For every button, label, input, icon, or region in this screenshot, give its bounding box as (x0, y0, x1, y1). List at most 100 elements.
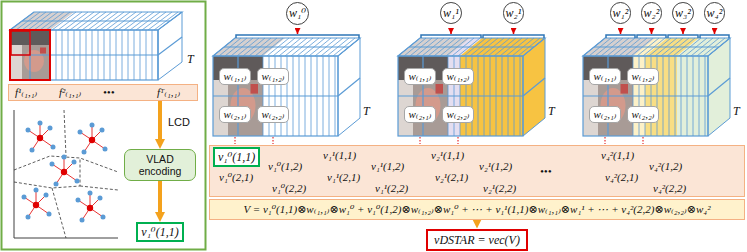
flow-arrow (475, 220, 479, 224)
node-text: w₍₂,₁₎ (223, 108, 246, 121)
node-text: v₁¹(1,2) (371, 160, 404, 173)
leader-arrow (620, 28, 622, 34)
feature-point (34, 188, 39, 193)
node-text: w₍₁,₂₎ (446, 70, 469, 83)
node-text: v₄²(1,1) (601, 149, 634, 162)
bracket (668, 35, 698, 38)
cuboid-outline (10, 12, 182, 30)
feature-cuboid (10, 12, 182, 80)
node-text: v₄²(2,1) (605, 171, 638, 184)
leader-arrow (682, 28, 684, 34)
node-text: w₍₁,₂₎ (631, 70, 654, 83)
weight-circle: w₁² (610, 2, 632, 24)
grid-line (22, 20, 170, 21)
grid-line (409, 46, 534, 47)
leader-line (235, 137, 236, 144)
feature-point (51, 145, 56, 150)
leader-line (458, 137, 459, 144)
cluster-center (33, 202, 39, 208)
feature-point (82, 150, 87, 155)
feature-point (88, 191, 93, 196)
feature-point (26, 215, 31, 220)
result-box: vDSTAR = vec(V) (426, 229, 528, 251)
side-face (158, 12, 182, 80)
weight-circle: w₂² (641, 2, 663, 24)
node-text: v₁¹(1,1) (323, 149, 356, 162)
node-text: w₍₂,₂₎ (261, 108, 284, 121)
cluster-center (89, 137, 95, 143)
photo (621, 84, 629, 94)
feature-point (103, 147, 108, 152)
cluster-center (87, 205, 93, 211)
feature-band: f¹₍₁,₁₎f²₍₁,₁₎•••fᵀ₍₁,₁₎ (8, 84, 198, 101)
node-text: w₄² (707, 6, 723, 20)
weight-circle: w₁¹ (440, 2, 462, 24)
node-text: v₁¹(2,2) (375, 182, 408, 195)
node-text: w₂¹ (506, 6, 522, 20)
cluster-center (61, 169, 67, 175)
feature-point (48, 126, 53, 131)
weight-box: w₍₂,₁₎ (219, 106, 250, 123)
node-text: f¹₍₁,₁₎ (15, 86, 37, 99)
weight-circle: w₄² (704, 2, 726, 24)
node-text: w₍₂,₁₎ (593, 108, 616, 121)
cuboid-outline (583, 38, 730, 56)
feature-point (22, 195, 27, 200)
weight-box: w₍₁,₁₎ (219, 68, 250, 85)
cluster-boundary (64, 110, 66, 156)
feature-point (50, 162, 55, 167)
cluster-boundary (14, 158, 80, 188)
vector-box: v₁⁰(1,1) (213, 147, 260, 167)
feature-point (90, 123, 95, 128)
grid-line (338, 78, 360, 96)
weight-box: w₍₂,₂₎ (442, 106, 473, 123)
node-text: ••• (540, 165, 552, 178)
feature-point (30, 148, 35, 153)
photo (40, 48, 46, 54)
photo (251, 84, 259, 94)
plot-axis (14, 110, 118, 238)
node-text: w₁¹ (443, 6, 459, 20)
bracket (700, 35, 729, 38)
node-text: w₂² (644, 6, 660, 20)
vector-box: v₁⁰(1,1) (136, 222, 183, 242)
axis-label: T (187, 52, 194, 66)
weight-box: w₍₁,₂₎ (257, 68, 288, 85)
weight-box: w₍₁,₁₎ (589, 68, 620, 85)
grid-line (10, 54, 158, 55)
feature-point (75, 179, 80, 184)
node-text: v₁⁰(2,1) (219, 171, 253, 184)
node-text: v₁⁰(1,1) (218, 150, 255, 164)
feature-point (80, 218, 85, 223)
leader-arrow (297, 28, 299, 34)
node-text: v₂¹(1,1) (431, 149, 464, 162)
axis-label: T (733, 104, 740, 118)
node-text: v₂¹(2,1) (435, 171, 468, 184)
grid-line (583, 95, 708, 96)
cluster-boundary (80, 186, 118, 190)
node-text: w₍₂,₂₎ (446, 108, 469, 121)
feature-point (26, 128, 31, 133)
weight-box: w₍₂,₁₎ (404, 106, 435, 123)
highlight-cell (11, 31, 30, 55)
feature-point (98, 196, 103, 201)
feature-point (44, 193, 49, 198)
node-text: w₍₂,₂₎ (631, 108, 654, 121)
node-text: w₍₁,₂₎ (261, 70, 284, 83)
node-text: v₄²(2,2) (653, 182, 686, 195)
node-text: v₂¹(2,2) (483, 182, 516, 195)
feature-cuboid (583, 38, 730, 136)
top-face (10, 12, 182, 30)
leader-arrow (450, 28, 452, 34)
top-face (213, 38, 360, 56)
axis-label: T (548, 104, 555, 118)
cuboid-outline (398, 38, 545, 56)
weight-box: w₍₁,₁₎ (404, 68, 435, 85)
flow-arrow (158, 101, 162, 144)
node-text: f²₍₁,₁₎ (59, 86, 81, 99)
feature-cuboid (213, 38, 360, 136)
node-text: vDSTAR = vec(V) (434, 233, 520, 247)
flow-arrow (158, 181, 162, 217)
cuboid-outline (213, 38, 360, 56)
